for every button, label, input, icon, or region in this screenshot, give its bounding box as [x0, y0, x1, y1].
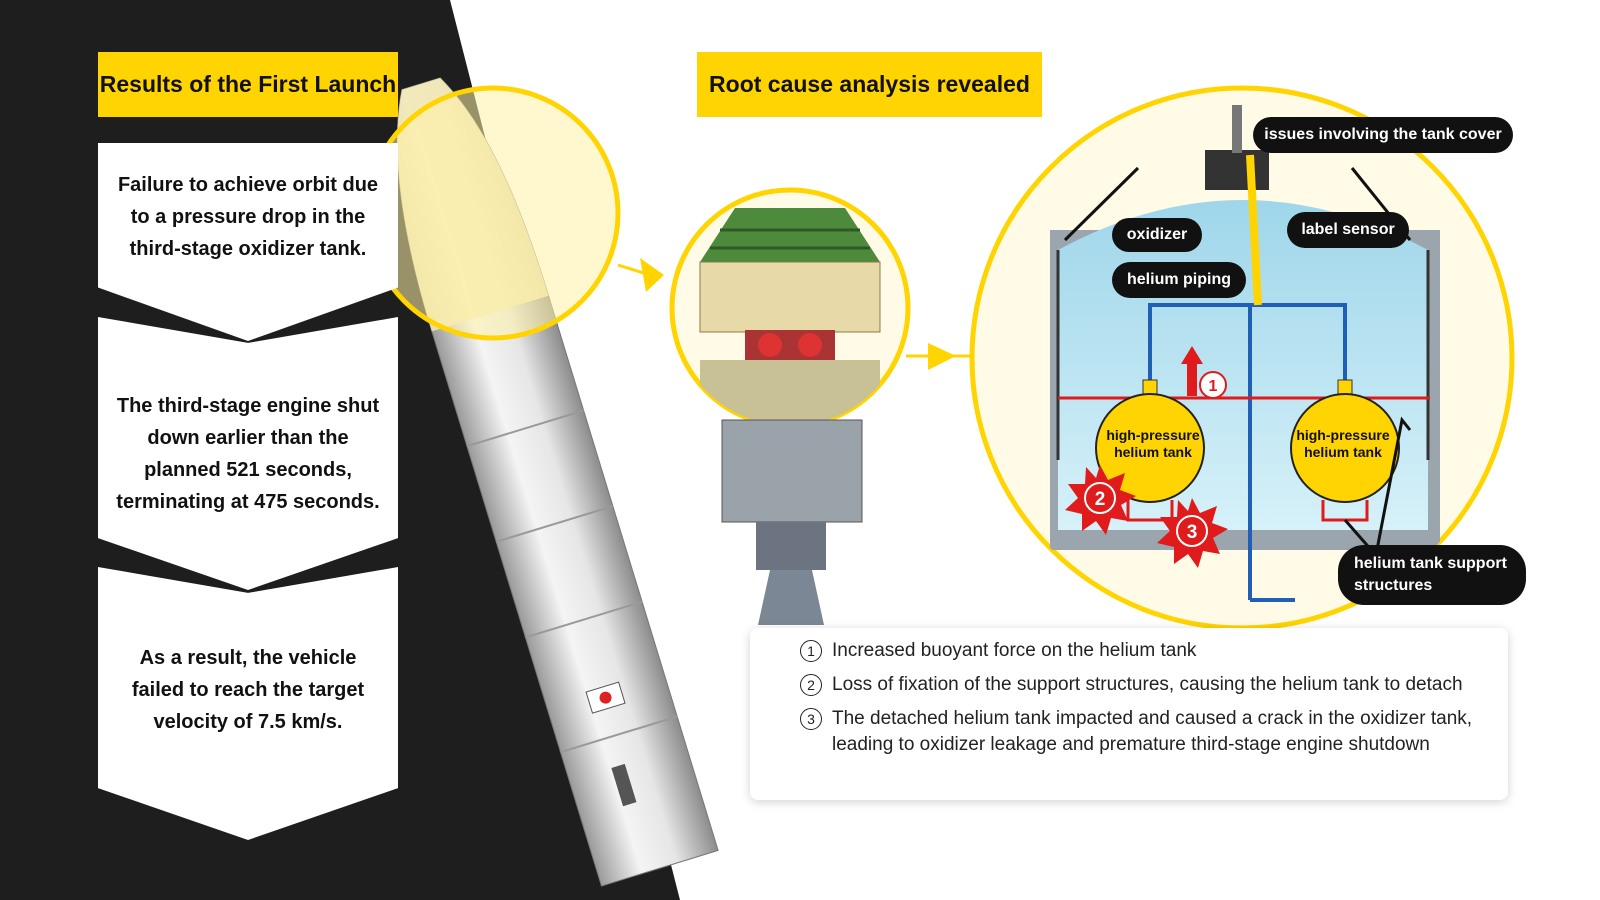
callout-label-sensor: label sensor [1287, 212, 1409, 248]
svg-text:3: 3 [1187, 522, 1198, 543]
legend-text: Increased buoyant force on the helium ta… [832, 640, 1197, 661]
focus-circle-nose [365, 85, 621, 341]
legend-text: Loss of fixation of the support structur… [832, 674, 1463, 695]
legend-item: 3 The detached helium tank impacted and … [800, 706, 1490, 758]
arrow-up-icon [1181, 346, 1203, 396]
section-title-left: Results of the First Launch [98, 52, 398, 117]
helium-tank-label-right: high-pressure helium tank [1296, 427, 1390, 460]
callout-tank-cover: issues involving the tank cover [1253, 117, 1513, 153]
legend-item: 1 Increased buoyant force on the helium … [800, 638, 1196, 664]
callout-oxidizer: oxidizer [1112, 218, 1202, 252]
section-title-right: Root cause analysis revealed [697, 52, 1042, 117]
callout-support-structures: helium tank support structures [1338, 545, 1526, 605]
legend-box: 1 Increased buoyant force on the helium … [750, 628, 1508, 800]
result-point-3: As a result, the vehicle failed to reach… [98, 567, 398, 840]
third-stage-illustration [699, 208, 881, 420]
legend-number: 2 [800, 674, 822, 696]
svg-text:1: 1 [1209, 378, 1218, 395]
helium-tank-right [1290, 393, 1400, 503]
arrow-icon [640, 258, 664, 292]
legend-item: 2 Loss of fixation of the support struct… [800, 672, 1463, 698]
legend-number: 1 [800, 640, 822, 662]
svg-text:2: 2 [1095, 489, 1106, 510]
marker-1-icon [1199, 371, 1227, 399]
legend-number: 3 [800, 708, 822, 730]
callout-helium-piping: helium piping [1112, 262, 1246, 298]
stage-lower-illustration [721, 419, 863, 625]
legend-text: The detached helium tank impacted and ca… [832, 708, 1473, 755]
result-point-2: The third-stage engine shut down earlier… [98, 317, 398, 590]
helium-tank-label-left: high-pressure helium tank [1106, 427, 1200, 460]
